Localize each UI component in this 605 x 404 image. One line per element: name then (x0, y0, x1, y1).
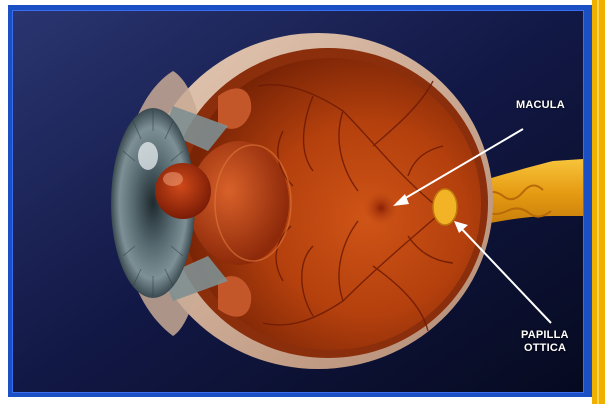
macula (363, 190, 399, 226)
eye-diagram: MACULA PAPILLA OTTICA (12, 10, 584, 393)
papilla-label-line1: PAPILLA (521, 329, 569, 342)
pupil (155, 163, 211, 219)
cornea-highlight (138, 142, 158, 170)
macula-label: MACULA (516, 99, 565, 112)
eye-cross-section (13, 11, 583, 392)
yellow-edge-strip (592, 0, 605, 404)
optic-disc (433, 189, 457, 225)
papilla-label-line2: OTTICA (524, 342, 566, 355)
